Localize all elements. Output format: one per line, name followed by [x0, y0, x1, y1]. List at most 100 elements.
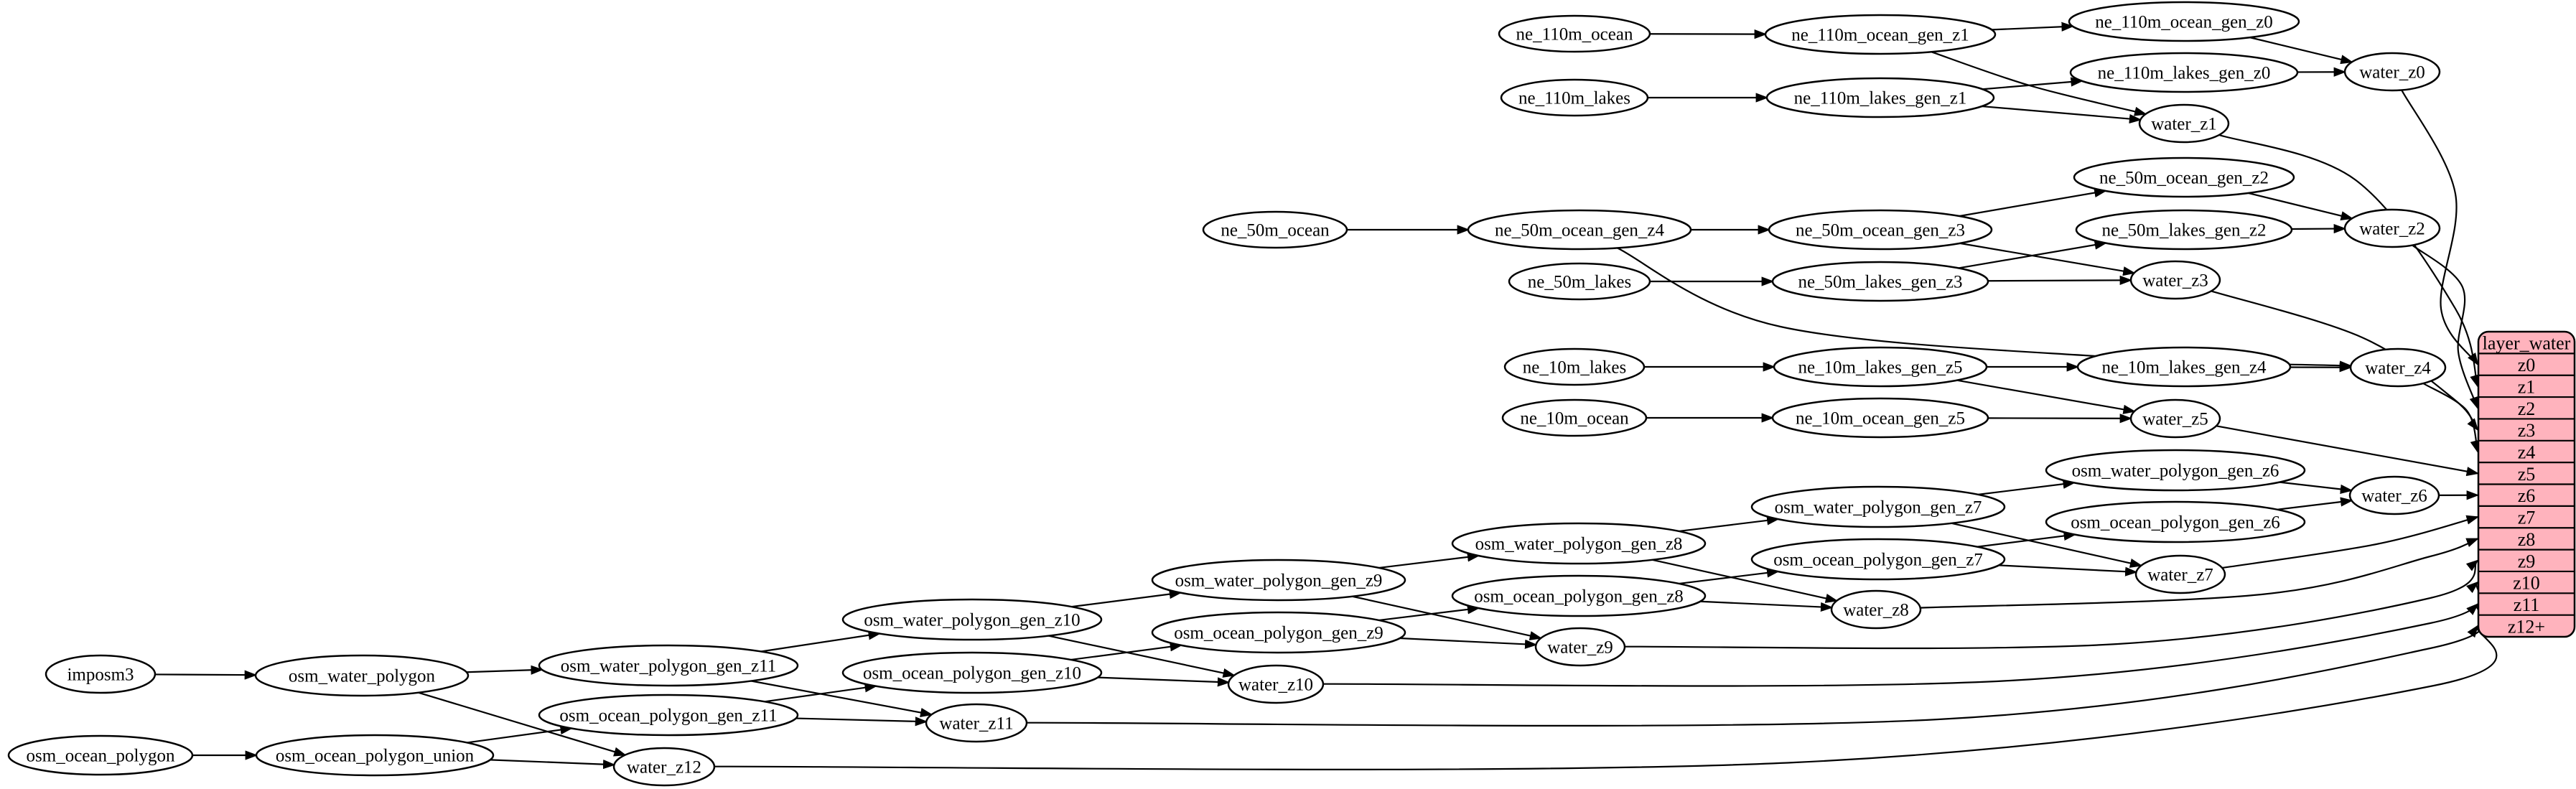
node-label: water_z11: [939, 714, 1013, 734]
node-osm_ocean_polygon_union: osm_ocean_polygon_union: [255, 734, 495, 777]
node-label: water_z3: [2142, 271, 2208, 291]
node-shape: [1508, 262, 1651, 301]
edge-water_z8-to-z8: [1920, 538, 2480, 609]
edge-water_z0-to-z0: [2401, 89, 2479, 366]
node-shape: [2068, 1, 2300, 42]
edge-osm_water_polygon_gen_z8-to-water_z8: [1652, 559, 1839, 603]
node-osm_ocean_polygon_gen_z6: osm_ocean_polygon_gen_z6: [2045, 500, 2306, 543]
layer-water-row-z7: z7: [2478, 505, 2575, 528]
node-shape: [2134, 554, 2226, 594]
node-label: ne_50m_lakes_gen_z3: [1798, 273, 1962, 292]
edge-osm_water_polygon_gen_z9-to-water_z9: [1352, 595, 1543, 640]
node-shape: [2349, 347, 2447, 388]
edge-ne_110m_lakes_gen_z1-to-ne_110m_lakes_gen_z0: [1982, 77, 2083, 90]
node-label: osm_ocean_polygon_union: [276, 747, 475, 766]
node-label: ne_50m_lakes: [1528, 273, 1631, 292]
node-ne_50m_ocean: ne_50m_ocean: [1202, 210, 1348, 249]
node-label: osm_water_polygon_gen_z7: [1775, 498, 1982, 518]
row-label: z1: [2518, 376, 2536, 397]
node-water_z8: water_z8: [1830, 589, 1922, 630]
edge-osm_ocean_polygon_gen_z8-to-osm_ocean_polygon_gen_z7: [1679, 568, 1780, 585]
layer-water-row-z10: z10: [2478, 570, 2575, 594]
edge-osm_ocean_polygon_gen_z9-to-osm_ocean_polygon_gen_z8: [1378, 604, 1480, 622]
node-water_z0: water_z0: [2343, 52, 2441, 92]
layer-water-row-z0: z0: [2478, 353, 2575, 375]
node-label: water_z5: [2142, 410, 2208, 429]
edge-osm_ocean_polygon_gen_z7-to-water_z7: [1998, 564, 2138, 576]
edge-osm_water_polygon_gen_z11-to-water_z11: [751, 680, 933, 717]
node-water_z10: water_z10: [1227, 664, 1325, 704]
node-label: water_z7: [2147, 566, 2213, 585]
row-label: z12+: [2508, 616, 2545, 637]
node-osm_ocean_polygon: osm_ocean_polygon: [7, 734, 194, 776]
layer-water-table-header: layer_water: [2483, 333, 2571, 354]
edge-osm_ocean_polygon_gen_z11-to-water_z11: [795, 716, 928, 727]
node-label: osm_ocean_polygon_gen_z6: [2071, 513, 2280, 533]
node-shape: [255, 734, 495, 777]
row-label: z6: [2518, 485, 2536, 506]
edge-water_z7-to-z7: [2222, 515, 2480, 569]
layer-water-row-z11: z11: [2478, 592, 2575, 615]
node-ne_10m_lakes_gen_z5: ne_10m_lakes_gen_z5: [1773, 346, 1988, 388]
node-shape: [1830, 589, 1922, 630]
edge-osm_ocean_polygon_union-to-osm_ocean_polygon_gen_z11: [467, 725, 574, 744]
node-label: osm_ocean_polygon_gen_z10: [863, 664, 1081, 683]
row-label: z3: [2518, 420, 2536, 441]
row-label: z5: [2518, 464, 2536, 485]
node-water_z12: water_z12: [612, 747, 716, 787]
node-ne_110m_ocean_gen_z0: ne_110m_ocean_gen_z0: [2068, 1, 2300, 42]
node-shape: [2138, 103, 2230, 144]
edge-osm_water_polygon_gen_z6-to-water_z6: [2279, 481, 2353, 494]
node-shape: [1498, 14, 1651, 53]
node-label: osm_ocean_polygon_gen_z11: [559, 706, 777, 726]
edge-water_z9-to-z9: [1624, 559, 2479, 650]
edge-osm_water_polygon-to-osm_water_polygon_gen_z11: [466, 665, 544, 675]
node-shape: [1765, 77, 1995, 118]
row-label: z7: [2518, 508, 2536, 528]
node-osm_water_polygon_gen_z11: osm_water_polygon_gen_z11: [538, 644, 799, 687]
node-ne_50m_lakes: ne_50m_lakes: [1508, 262, 1651, 301]
node-label: osm_water_polygon_gen_z8: [1475, 535, 1683, 554]
node-label: ne_50m_ocean: [1221, 221, 1330, 241]
node-shape: [538, 644, 799, 687]
row-label: z9: [2518, 551, 2536, 571]
node-label: osm_ocean_polygon_gen_z7: [1773, 551, 1983, 570]
node-label: ne_10m_lakes_gen_z4: [2101, 358, 2267, 378]
edge-osm_ocean_polygon_gen_z10-to-osm_ocean_polygon_gen_z9: [1070, 642, 1183, 661]
node-shape: [2045, 500, 2306, 543]
node-ne_50m_ocean_gen_z2: ne_50m_ocean_gen_z2: [2073, 157, 2295, 198]
node-ne_110m_lakes_gen_z1: ne_110m_lakes_gen_z1: [1765, 77, 1995, 118]
node-label: osm_ocean_polygon_gen_z8: [1474, 587, 1684, 607]
row-label: z2: [2518, 398, 2536, 419]
node-ne_50m_ocean_gen_z3: ne_50m_ocean_gen_z3: [1768, 209, 1993, 251]
node-label: osm_water_polygon_gen_z11: [561, 657, 776, 676]
node-label: ne_10m_lakes_gen_z5: [1798, 358, 1962, 378]
node-ne_110m_ocean_gen_z1: ne_110m_ocean_gen_z1: [1764, 14, 1997, 55]
node-shape: [1451, 522, 1707, 565]
node-label: water_z2: [2359, 220, 2425, 239]
edge-osm_ocean_polygon_gen_z6-to-water_z6: [2277, 497, 2353, 510]
node-ne_10m_lakes: ne_10m_lakes: [1503, 347, 1646, 386]
node-label: water_z9: [1547, 638, 1613, 658]
node-shape: [2073, 157, 2295, 198]
node-imposm3: imposm3: [45, 654, 157, 694]
edge-ne_110m_ocean_gen_z1-to-ne_110m_ocean_gen_z0: [1992, 22, 2075, 32]
node-ne_110m_lakes: ne_110m_lakes: [1500, 78, 1649, 117]
node-osm_ocean_polygon_gen_z8: osm_ocean_polygon_gen_z8: [1451, 574, 1707, 617]
edge-osm_water_polygon_gen_z10-to-water_z10: [1048, 635, 1236, 678]
node-water_z7: water_z7: [2134, 554, 2226, 594]
row-label: z8: [2518, 529, 2536, 550]
node-label: ne_110m_lakes: [1518, 89, 1630, 108]
node-label: water_z12: [627, 758, 701, 778]
node-ne_10m_ocean: ne_10m_ocean: [1501, 398, 1648, 437]
node-label: imposm3: [67, 666, 134, 685]
layer-water-row-z12+: z12+: [2478, 614, 2575, 637]
node-label: ne_50m_ocean_gen_z2: [2099, 169, 2269, 188]
layer-water-row-z1: z1: [2478, 374, 2575, 397]
node-water_z3: water_z3: [2129, 260, 2221, 300]
node-shape: [1451, 574, 1707, 617]
row-label: z10: [2513, 573, 2540, 594]
node-label: osm_ocean_polygon_gen_z9: [1174, 624, 1383, 643]
node-shape: [612, 747, 716, 787]
node-label: ne_10m_ocean: [1520, 409, 1629, 429]
